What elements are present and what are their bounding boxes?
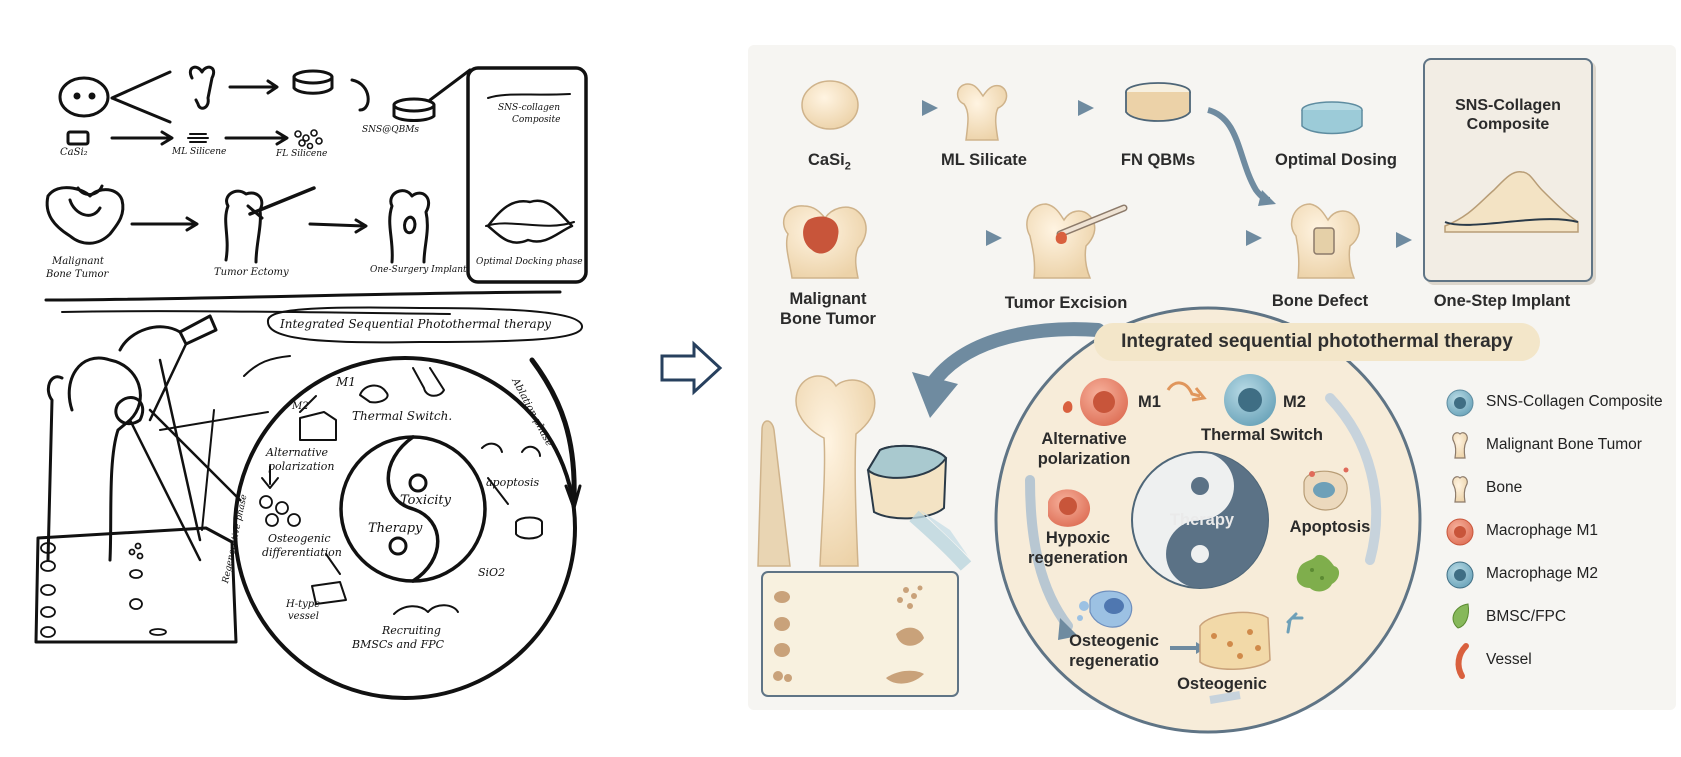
sketch-label-differentiation: differentiation	[262, 546, 342, 559]
label-fn-qbms: FN QBMs	[1120, 151, 1196, 169]
optimal-dosing-disc-icon	[1301, 110, 1363, 135]
sketch-label-bone-tumor: Bone Tumor	[46, 269, 109, 280]
sns-composite-mound-overlay	[1444, 171, 1579, 233]
therapy-banner: Integrated sequential photothermal thera…	[1094, 323, 1540, 361]
label-hypoxic-regeneration: Hypoxic regeneration	[1028, 528, 1128, 568]
label-ml-silicate: ML Silicate	[941, 151, 1027, 169]
label-alternative-polarization: Alternative polarization	[1038, 429, 1131, 469]
sketch-label-m1: M1	[336, 375, 356, 389]
label-casi-text: CaSi	[808, 151, 845, 169]
sketch-label-sio2: SiO2	[478, 566, 506, 579]
legend-item-vessel: Vessel	[1486, 651, 1532, 668]
label-therapy: Therapy	[1169, 511, 1235, 529]
label-osteogenic: Osteogenic	[1177, 675, 1267, 693]
sns-composite-box: SNS-Collagen Composite	[1423, 58, 1593, 282]
sketch-label-h-type: H-type	[286, 599, 321, 610]
sketch-panel: CaSi₂ ML Silicene FL Silicene SNS@QBMs S…	[0, 0, 600, 700]
histology-slide	[761, 571, 959, 697]
label-casi-sub: 2	[844, 160, 851, 173]
ml-silicate-bone-icon	[956, 83, 1008, 141]
sns-composite-line1: SNS-Collagen	[1455, 97, 1561, 114]
bmsc-cell-icon	[1296, 554, 1340, 592]
sketch-label-bmscs: BMSCs and FPC	[352, 638, 445, 651]
sketch-label-toxicity: Toxicity	[400, 493, 451, 508]
sketch-label-alternative: Alternative	[266, 446, 328, 459]
sketch-therapy-circle	[233, 356, 577, 700]
legend-item-malignant-bone-tumor: Malignant Bone Tumor	[1486, 436, 1642, 453]
sketch-bone-icon	[188, 65, 216, 110]
sketch-label-composite-2: Composite	[512, 115, 561, 125]
sketch-slide	[34, 526, 238, 644]
label-casi: CaSi2	[808, 150, 851, 176]
sns-composite-line2: Composite	[1466, 116, 1550, 133]
legend-item-macrophage-m1: Macrophage M1	[1486, 522, 1599, 539]
sketch-label-polarization: polarization	[268, 460, 335, 473]
sketch-label-casi: CaSi₂	[60, 147, 88, 158]
label-malignant-line2: Bone Tumor	[780, 310, 876, 328]
label-tumor-excision: Tumor Excision	[1004, 294, 1128, 312]
sketch-label-composite: SNS-collagen	[498, 103, 561, 113]
label-hypoxic-line2: regeneration	[1028, 549, 1128, 567]
sketch-label-sns-qbm: SNS@QBMs	[362, 125, 420, 135]
fn-qbms-dish-icon	[1125, 92, 1191, 122]
sketch-label-fl-silicene: FL Silicene	[276, 149, 328, 159]
label-apoptosis: Apoptosis	[1289, 518, 1371, 536]
legend-item-bone: Bone	[1486, 479, 1523, 496]
label-alternative-line2: polarization	[1037, 450, 1131, 468]
casi-particle-icon	[801, 80, 859, 130]
label-m2: M2	[1283, 393, 1306, 411]
label-malignant-line1: Malignant	[789, 290, 867, 308]
femur-bone-icon	[795, 375, 876, 567]
sketch-label-thermal-switch: Thermal Switch.	[352, 409, 453, 423]
sketch-label-optimal-docking: Optimal Docking phase	[476, 257, 583, 267]
sns-composite-title: SNS-Collagen Composite	[1425, 96, 1591, 134]
sketch-label-recruiting: Recruiting	[382, 624, 441, 637]
sketch-composite-box	[466, 66, 588, 284]
sketch-label-ml-silicene: ML Silicene	[172, 147, 227, 157]
transform-arrow-icon	[660, 340, 723, 396]
legend-icons	[1446, 389, 1474, 679]
legend-item-bmsc-fpc: BMSC/FPC	[1486, 608, 1567, 625]
label-m1: M1	[1138, 393, 1161, 411]
legend-item-macrophage-m2: Macrophage M2	[1486, 565, 1599, 582]
label-osteogenic-reg-line1: Osteogenic	[1069, 632, 1159, 650]
sketch-label-apoptosis: apoptosis	[486, 476, 540, 489]
sketch-label-one-surgery: One-Surgery Implant	[370, 265, 467, 275]
sketch-label-osteogenic: Osteogenic	[268, 532, 331, 545]
sketch-label-malignant: Malignant	[52, 256, 104, 267]
sketch-label-tumor-ectomy: Tumor Ectomy	[214, 267, 289, 278]
sketch-label-integrated: Integrated Sequential Photothermal thera…	[280, 317, 552, 331]
sketch-label-m2: M2	[292, 401, 309, 412]
sketch-label-vessel: vessel	[288, 611, 319, 622]
osteogenic-scaffold-icon	[1199, 611, 1271, 670]
label-malignant-bone-tumor: Malignant Bone Tumor	[780, 289, 876, 329]
label-thermal-switch: Thermal Switch	[1201, 426, 1323, 444]
sketch-casi-blob	[58, 76, 110, 118]
label-osteogenic-regeneration: Osteogenic regeneratio	[1069, 631, 1159, 671]
legend-item-sns-collagen: SNS-Collagen Composite	[1486, 393, 1663, 410]
label-one-step-implant: One-Step Implant	[1433, 292, 1571, 310]
curved-arrow-to-defect	[1207, 107, 1271, 203]
sketch-label-therapy: Therapy	[368, 521, 423, 536]
label-optimal-dosing: Optimal Dosing	[1275, 151, 1397, 169]
sketch-drawing	[34, 65, 588, 700]
label-hypoxic-line1: Hypoxic	[1045, 529, 1111, 547]
curved-arrow-to-implant	[928, 322, 1105, 387]
label-alternative-line1: Alternative	[1041, 430, 1127, 448]
label-osteogenic-reg-line2: regeneratio	[1069, 652, 1159, 670]
label-bone-defect: Bone Defect	[1271, 292, 1369, 310]
switch-arrow-icon	[1166, 381, 1201, 398]
